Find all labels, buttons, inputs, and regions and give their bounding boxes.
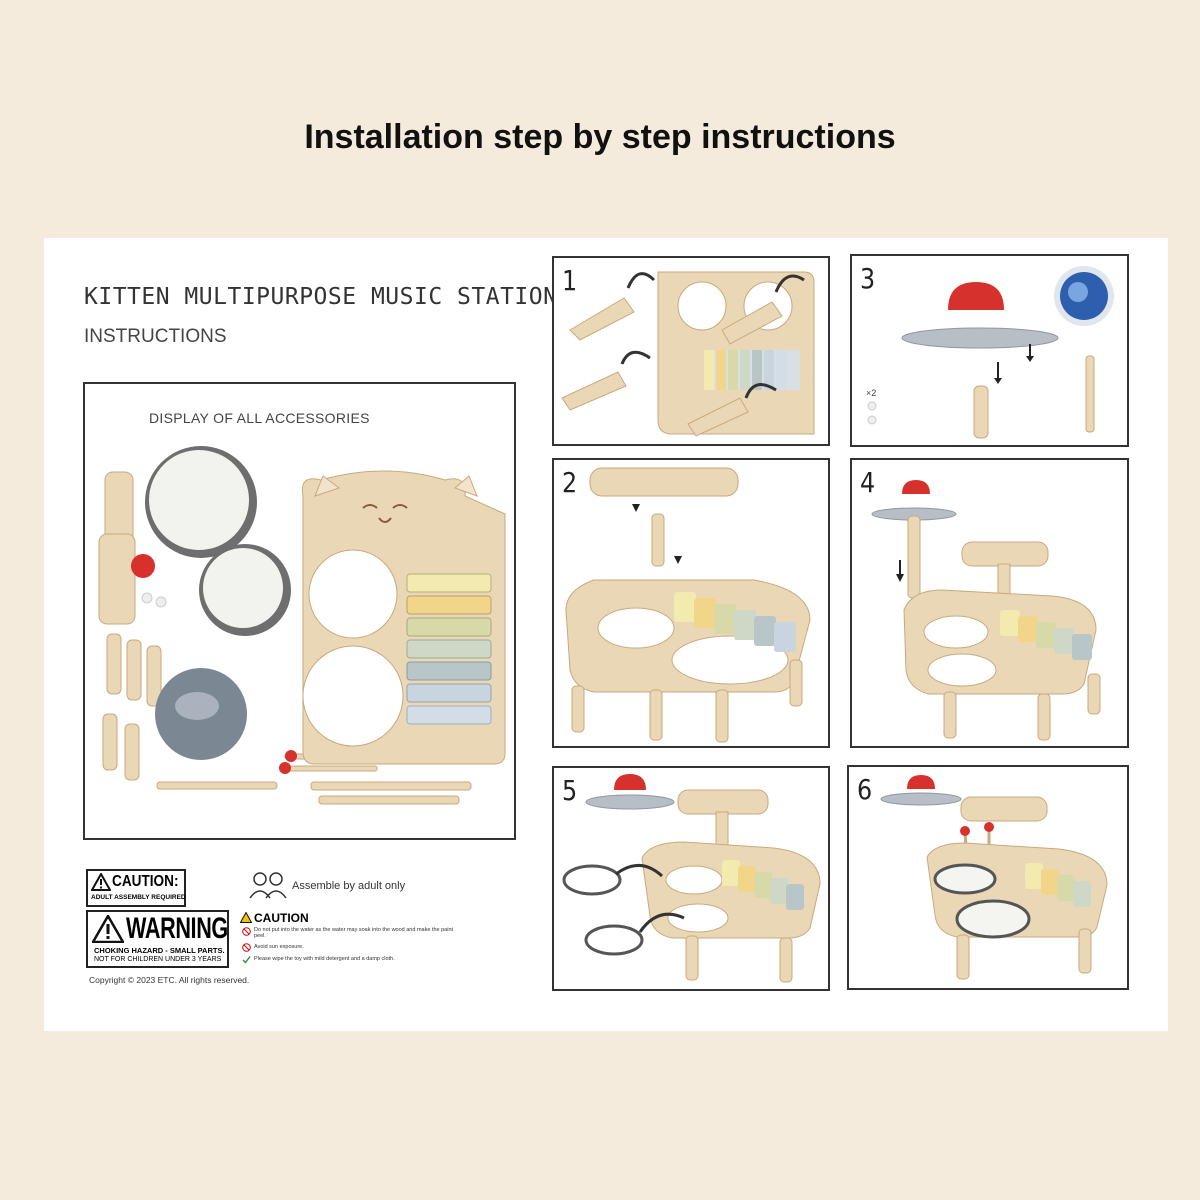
- accessories-illustration: [98, 446, 506, 805]
- warning-line-1: CHOKING HAZARD - SMALL PARTS.: [94, 946, 225, 955]
- step-number: 5: [562, 774, 578, 807]
- warning-label: WARNING CHOKING HAZARD - SMALL PARTS. NO…: [86, 910, 229, 968]
- caution-item: Avoid sun exposure.: [254, 944, 304, 950]
- caution-item: Please wipe the toy with mild detergent …: [254, 956, 395, 962]
- step-number: 2: [562, 466, 578, 499]
- step-panel-3: 3 ×2: [850, 254, 1129, 447]
- no-sun-icon: [242, 943, 251, 952]
- step-panel-6: 6: [847, 765, 1129, 990]
- warning-triangle-icon: [92, 915, 124, 943]
- caution-item: Do not put into the water as the water m…: [254, 927, 454, 939]
- caution-subtitle: ADULT ASSEMBLY REQUIRED: [91, 894, 186, 901]
- step-1-illustration: [561, 271, 815, 437]
- caution-list-title: CAUTION: [254, 911, 309, 925]
- step-4-illustration: [871, 480, 1101, 741]
- step-number: 3: [860, 262, 876, 295]
- step-panel-5: 5: [552, 766, 830, 991]
- adults-icon: [249, 872, 287, 899]
- step-panel-1: 1: [552, 256, 830, 446]
- step-number: 1: [562, 264, 578, 297]
- warning-triangle-icon: [91, 873, 111, 891]
- no-water-icon: [242, 927, 251, 936]
- warning-line-2: NOT FOR CHILDREN UNDER 3 YEARS: [94, 956, 222, 963]
- step-5-illustration: [562, 774, 821, 983]
- step-2-illustration: [565, 467, 811, 743]
- document-title: KITTEN MULTIPURPOSE MUSIC STATION: [84, 284, 558, 310]
- instruction-sheet: KITTEN MULTIPURPOSE MUSIC STATION INSTRU…: [44, 238, 1168, 1031]
- red-mallet-head-icon: [131, 554, 155, 578]
- check-icon: [242, 956, 251, 964]
- accessories-caption: DISPLAY OF ALL ACCESSORIES: [149, 410, 370, 426]
- step-panel-4: 4: [850, 458, 1129, 748]
- caution-triangle-icon: [240, 912, 252, 923]
- caution-label: CAUTION: ADULT ASSEMBLY REQUIRED: [86, 869, 186, 907]
- warning-title: WARNING: [126, 912, 228, 945]
- step-number: 6: [857, 773, 873, 806]
- arrow-icon: [620, 272, 805, 399]
- document-subtitle: INSTRUCTIONS: [84, 326, 227, 347]
- quantity-label: ×2: [866, 388, 877, 398]
- step-panel-2: 2: [552, 458, 830, 748]
- caution-title: CAUTION:: [112, 873, 179, 890]
- step-6-illustration: [880, 775, 1108, 980]
- page-heading: Installation step by step instructions: [304, 118, 896, 156]
- assemble-by-adult-text: Assemble by adult only: [292, 880, 406, 892]
- accessories-panel: DISPLAY OF ALL ACCESSORIES: [83, 382, 516, 840]
- step-3-illustration: [867, 266, 1114, 439]
- arrow-icon: [615, 864, 685, 933]
- copyright-text: Copyright © 2023 ETC. All rights reserve…: [89, 975, 250, 985]
- step-number: 4: [860, 466, 876, 499]
